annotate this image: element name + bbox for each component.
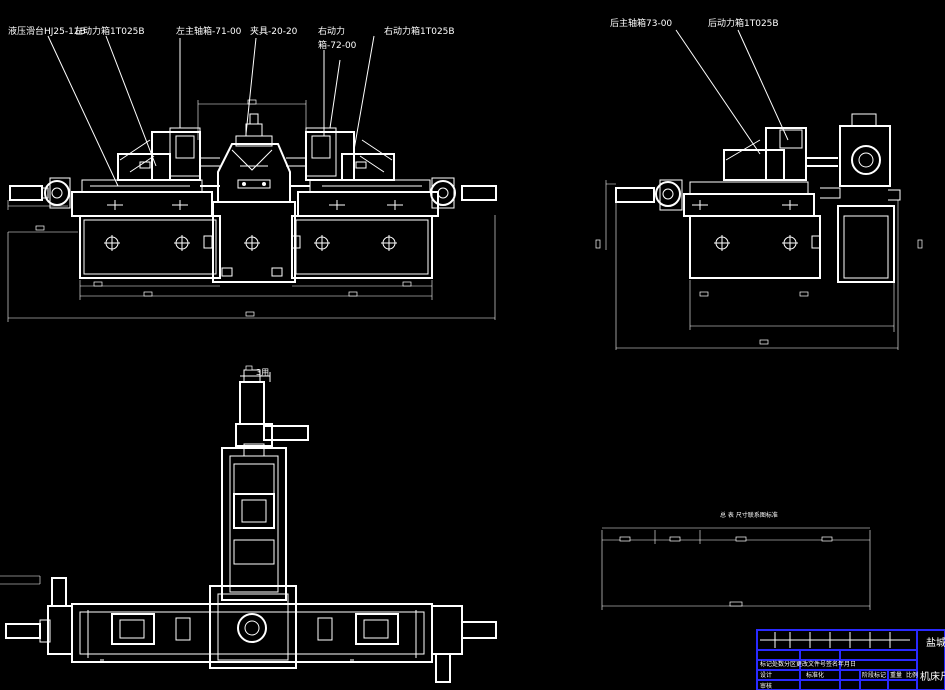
top-view: 3用 bbox=[0, 365, 497, 683]
tb-row4: 审核 bbox=[760, 682, 772, 690]
front-view: 液压滑台HJ25-11B 左动力箱1T025B 左主轴箱-71-00 夹具-20… bbox=[7, 25, 497, 322]
side-view: 后主轴箱73-00 后动力箱1T025B bbox=[595, 17, 923, 350]
tb-row1: 标记处数分区更改文件号签名年月日 bbox=[760, 660, 856, 668]
title-block: 盐城 机床尺 标记处数分区更改文件号签名年月日 设计 标准化 阶段标记 重量 比… bbox=[756, 629, 945, 690]
label-hydraulic-slide: 液压滑台HJ25-11B bbox=[8, 25, 86, 37]
section-title: 总 表 尺寸联系图标准 bbox=[720, 511, 778, 519]
tb-row3-b: 重量 bbox=[890, 671, 902, 679]
tb-subtitle: 机床尺 bbox=[920, 670, 945, 683]
tb-row2-a: 设计 bbox=[760, 671, 772, 679]
label-fixture: 夹具-20-20 bbox=[250, 25, 298, 37]
label-rear-power-head: 后动力箱1T025B bbox=[708, 17, 779, 29]
tb-row3-a: 阶段标记 bbox=[862, 671, 886, 679]
label-right-power-head: 右动力箱1T025B bbox=[384, 25, 455, 37]
tb-row2-b: 标准化 bbox=[806, 671, 824, 679]
tb-header: 盐城 bbox=[926, 636, 945, 649]
label-right-spindle-box-2: 箱-72-00 bbox=[318, 39, 357, 51]
label-rear-spindle-box: 后主轴箱73-00 bbox=[610, 17, 672, 29]
label-left-spindle-box: 左主轴箱-71-00 bbox=[176, 25, 242, 37]
label-left-power-head: 左动力箱1T025B bbox=[74, 25, 145, 37]
label-top-dim: 3用 bbox=[256, 368, 269, 377]
label-right-spindle-box-1: 右动力 bbox=[318, 25, 345, 37]
tb-row3-c: 比例 bbox=[906, 671, 918, 679]
dimension-diagram: 总 表 尺寸联系图标准 bbox=[601, 511, 871, 610]
